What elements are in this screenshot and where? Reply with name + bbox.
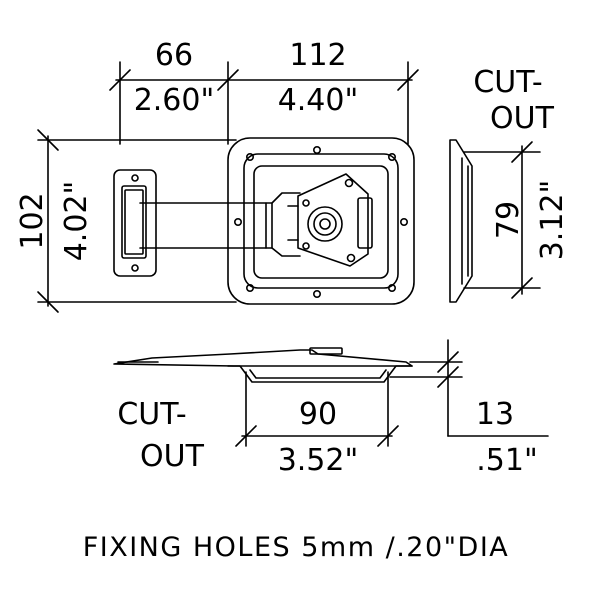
latch-housing xyxy=(227,137,415,305)
top-view xyxy=(113,347,413,383)
top-left-in: 2.60" xyxy=(134,83,215,118)
depth-dimension-lines xyxy=(389,339,549,437)
cutout-bottom-label-line2: OUT xyxy=(140,439,205,474)
depth-in: .51" xyxy=(476,443,538,478)
depth-mm: 13 xyxy=(476,397,514,432)
cutout-side-label-line1: CUT- xyxy=(473,65,542,100)
cutout-height-dimension-lines xyxy=(463,141,541,299)
latch-strap xyxy=(139,192,301,257)
height-mm: 102 xyxy=(15,192,50,249)
cutout-width-dimension-lines xyxy=(235,371,399,447)
side-view xyxy=(449,139,473,303)
top-right-mm: 112 xyxy=(289,38,346,73)
dimension-labels: 66 2.60" 112 4.40" 102 4.02" 79 3.12" CU… xyxy=(15,38,570,563)
fixing-holes-note: FIXING HOLES 5mm /.20"DIA xyxy=(83,532,510,563)
height-in: 4.02" xyxy=(59,181,94,262)
cutout-bottom-label-line1: CUT- xyxy=(117,397,186,432)
top-dimension-lines xyxy=(109,61,419,145)
cutout-height-in: 3.12" xyxy=(535,180,570,261)
cutout-side-label-line2: OUT xyxy=(490,101,555,136)
height-dimension-lines xyxy=(37,129,237,313)
keeper-plate xyxy=(113,169,157,277)
cutout-width-mm: 90 xyxy=(299,397,337,432)
top-right-in: 4.40" xyxy=(278,83,359,118)
cutout-height-mm: 79 xyxy=(491,201,526,239)
cutout-width-in: 3.52" xyxy=(278,443,359,478)
lock-mechanism xyxy=(287,173,373,267)
top-left-mm: 66 xyxy=(155,38,193,73)
